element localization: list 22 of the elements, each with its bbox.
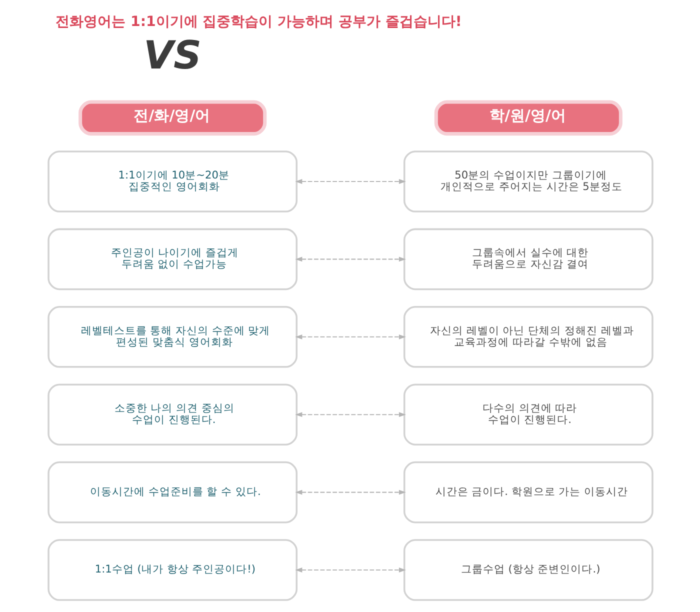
node-box: 전/화/영/어 [78, 100, 266, 136]
label: VS [142, 34, 201, 79]
node-box: 다수의 의견에 따라 수업이 진행된다. [402, 384, 653, 446]
node-box: 1:1수업 (내가 항상 주인공이다!) [47, 539, 298, 601]
node-box: 자신의 레벨이 아닌 단체의 정해진 레벨과 교육과정에 따라갈 수밖에 없음 [402, 306, 653, 368]
arrow [294, 334, 406, 340]
arrow [294, 568, 406, 572]
node-box: 그룹수업 (항상 준변인이다.) [402, 539, 653, 601]
node-box: 이동시간에 수업준비를 할 수 있다. [47, 461, 298, 524]
node-box: 학/원/영/어 [434, 100, 622, 136]
arrow [294, 179, 406, 184]
node-box: 주인공이 나이기에 즐겁게 두려움 없이 수업가능 [47, 228, 298, 290]
node-box: 레벨테스트를 통해 자신의 수준에 맞게 편성된 맞춤식 영어회화 [47, 306, 298, 368]
node-box: 1:1이기에 10분~20분 집중적인 영어회화 [47, 150, 298, 212]
node-box: 소중한 나의 의견 중심의 수업이 진행된다. [47, 384, 298, 446]
arrow [294, 490, 406, 495]
arrow [294, 256, 406, 262]
node-box: 그룹속에서 실수에 대한 두려움으로 자신감 결여 [402, 228, 653, 290]
arrow [294, 412, 406, 418]
node-box: 시간은 금이다. 학원으로 가는 이동시간 [402, 461, 653, 524]
node-box: 50분의 수업이지만 그룹이기에 개인적으로 주어지는 시간은 5분정도 [402, 150, 653, 212]
diagram-title: 전화영어는 1:1이기에 집중학습이 가능하며 공부가 즐겁습니다! [55, 14, 462, 30]
